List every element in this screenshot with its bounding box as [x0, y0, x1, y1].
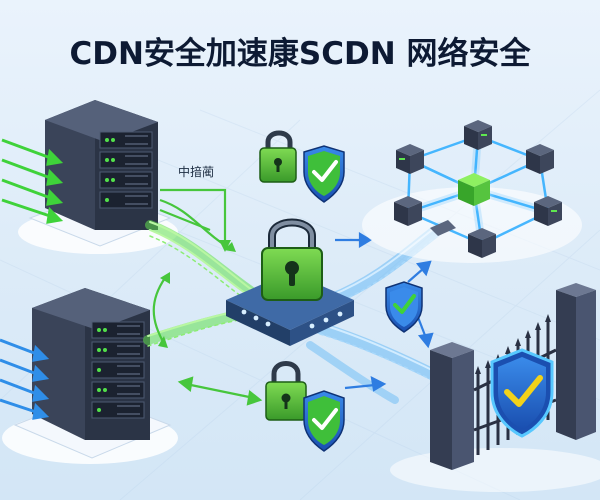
arrow-icon — [177, 376, 263, 406]
green-data-stream — [143, 220, 257, 347]
shield-check-icon — [303, 390, 345, 452]
network-node-cube-icon — [468, 228, 496, 258]
network-graph — [362, 120, 582, 263]
shield-check-icon — [303, 145, 345, 203]
network-node-cube-icon — [452, 168, 496, 212]
security-gate-icon — [390, 283, 600, 492]
tap-label: 中揞蔺 — [178, 164, 214, 179]
server-top — [18, 100, 178, 254]
server-bottom — [2, 288, 178, 464]
lock-shield-bottom — [265, 361, 345, 452]
incoming-arrows-green — [1, 138, 64, 224]
network-node-cube-icon — [534, 196, 562, 226]
arrow-icon — [158, 240, 236, 348]
incoming-arrows-blue — [0, 338, 50, 420]
padlock-icon — [261, 218, 323, 301]
padlock-icon — [265, 361, 307, 421]
network-node-cube-icon — [464, 120, 492, 150]
server-rack-icon — [32, 288, 150, 440]
shield-check-icon — [385, 281, 423, 333]
page-title: CDN安全加速康SCDN 网络安全 — [69, 36, 531, 72]
server-rack-icon — [45, 100, 158, 230]
network-node-cube-icon — [394, 196, 422, 226]
lock-shield-top — [259, 130, 345, 203]
shield-check-icon — [490, 348, 554, 438]
network-node-cube-icon — [396, 144, 424, 174]
network-uplink — [430, 220, 456, 236]
padlock-icon — [259, 130, 297, 183]
network-node-cube-icon — [526, 144, 554, 174]
